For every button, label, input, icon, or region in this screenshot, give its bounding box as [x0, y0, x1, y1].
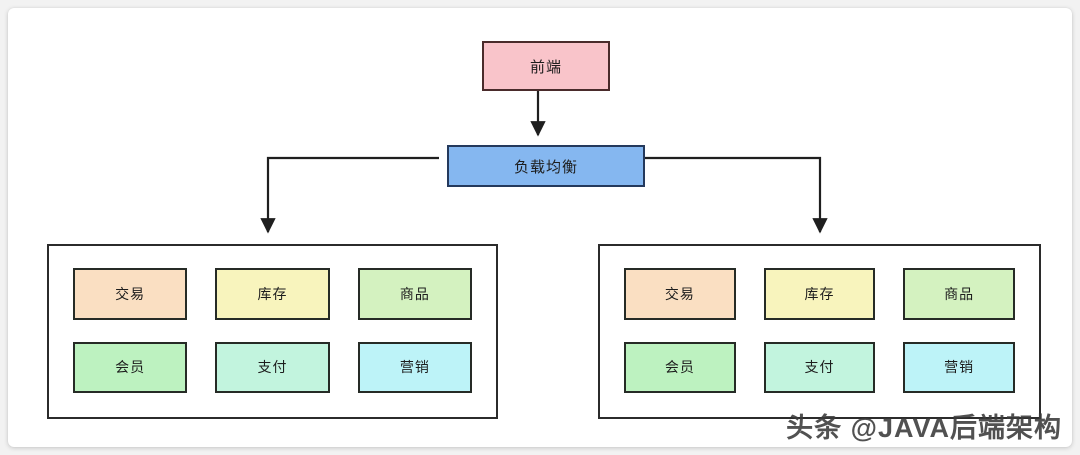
node-load-balancer[interactable]: 负载均衡	[447, 145, 645, 187]
connector-lb-to-cluster-left	[260, 156, 439, 234]
service-box[interactable]: 商品	[903, 268, 1015, 320]
service-label: 营销	[944, 359, 975, 376]
service-box[interactable]: 交易	[73, 268, 188, 320]
service-label: 会员	[664, 359, 695, 376]
service-label: 商品	[944, 285, 975, 302]
service-box[interactable]: 会员	[73, 341, 188, 393]
service-box[interactable]: 支付	[763, 341, 876, 393]
service-box[interactable]: 会员	[624, 341, 736, 393]
service-box[interactable]: 库存	[763, 268, 876, 320]
service-label: 交易	[664, 285, 695, 302]
watermark: 头条 @JAVA后端架构	[786, 413, 1062, 443]
service-label: 支付	[257, 359, 288, 376]
service-label: 会员	[115, 359, 146, 376]
service-box[interactable]: 营销	[357, 341, 472, 393]
service-box[interactable]: 交易	[624, 268, 736, 320]
node-frontend[interactable]: 前端	[482, 41, 610, 91]
node-load-balancer-label: 负载均衡	[513, 158, 578, 176]
service-box[interactable]: 商品	[357, 268, 472, 320]
cluster-right: 交易 库存 商品 会员 支付 营销	[598, 244, 1041, 419]
node-frontend-label: 前端	[529, 58, 562, 76]
service-box[interactable]: 库存	[215, 268, 330, 320]
diagram-canvas: 前端 负载均衡 交易 库存 商品 会员 支付 营销	[8, 8, 1072, 447]
service-label: 商品	[399, 285, 430, 302]
service-box[interactable]: 支付	[215, 341, 330, 393]
cluster-left-service-grid: 交易 库存 商品 会员 支付 营销	[49, 246, 496, 417]
connector-lb-to-cluster-right	[637, 156, 828, 234]
service-label: 营销	[399, 359, 430, 376]
service-label: 支付	[804, 359, 835, 376]
service-label: 交易	[115, 285, 146, 302]
service-label: 库存	[804, 285, 835, 302]
cluster-left: 交易 库存 商品 会员 支付 营销	[47, 244, 498, 419]
service-box[interactable]: 营销	[903, 341, 1015, 393]
cluster-right-service-grid: 交易 库存 商品 会员 支付 营销	[600, 246, 1039, 417]
service-label: 库存	[257, 285, 288, 302]
